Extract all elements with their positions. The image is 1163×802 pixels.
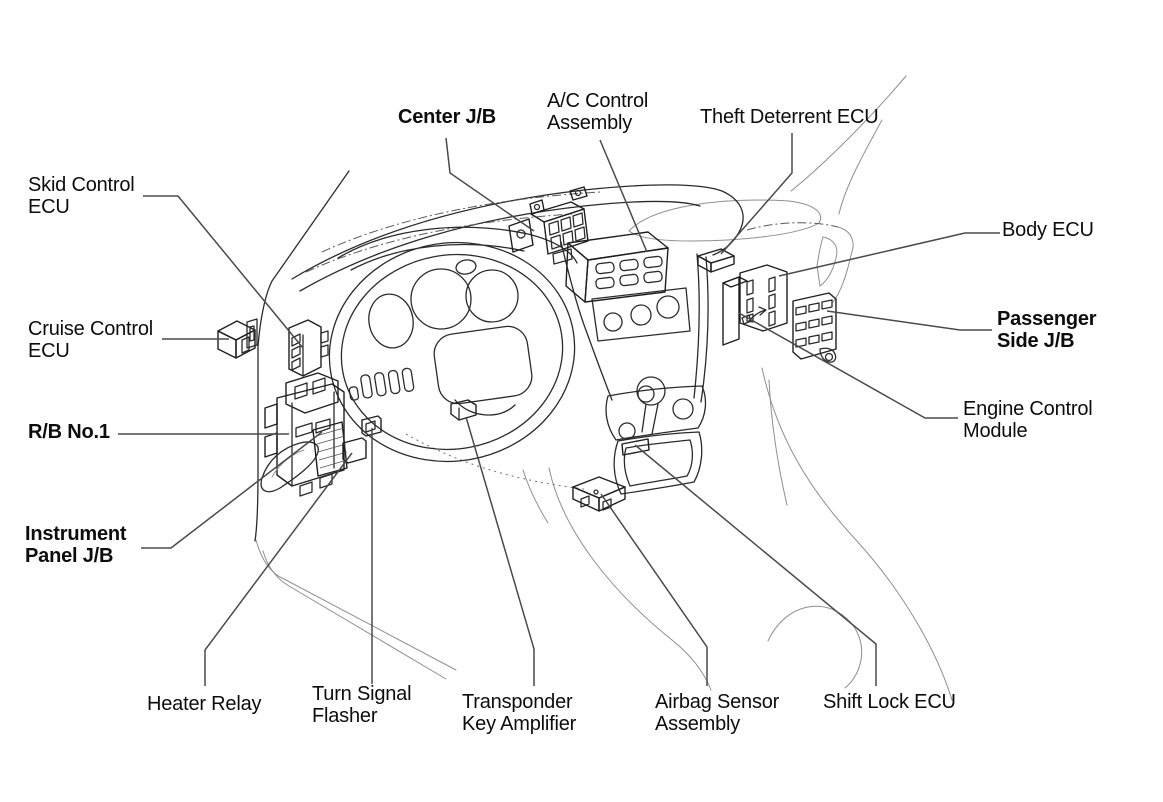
- shifter-console: [605, 376, 707, 495]
- label-passenger-side-jb: Passenger Side J/B: [997, 308, 1097, 352]
- body-ecu-component: [722, 264, 788, 346]
- label-center-jb: Center J/B: [398, 106, 497, 128]
- label-rb-no1: R/B No.1: [28, 421, 110, 443]
- label-shift-lock-ecu: Shift Lock ECU: [823, 691, 956, 713]
- harness-arrow-icon: [741, 306, 767, 325]
- leader-airbag-sensor-assembly: [600, 493, 708, 686]
- heater-relay-component: [342, 437, 367, 464]
- label-airbag-sensor-assembly: Airbag Sensor Assembly: [655, 691, 780, 735]
- center-stack: [560, 231, 709, 403]
- dashboard-outline: [254, 170, 839, 542]
- center-jb-component: [508, 186, 589, 265]
- body-structure-lines: [255, 75, 953, 701]
- skid-control-ecu-component: [288, 319, 329, 377]
- airbag-sensor-assembly-component: [572, 476, 626, 512]
- shift-lock-ecu-component: [621, 438, 650, 456]
- label-engine-control-module: Engine Control Module: [963, 398, 1093, 442]
- left-dash-end-detail: [246, 318, 258, 349]
- leader-shift-lock-ecu: [634, 444, 877, 686]
- dash-vent-slats: [348, 367, 415, 401]
- leader-passenger-side-jb: [826, 310, 992, 331]
- leader-body-ecu: [778, 232, 1000, 277]
- leader-instrument-panel-jb: [141, 431, 323, 549]
- label-cruise-control-ecu: Cruise Control ECU: [28, 318, 154, 362]
- rb-no1-ipjb-component: [260, 372, 382, 497]
- label-theft-deterrent-ecu: Theft Deterrent ECU: [700, 106, 879, 128]
- ac-control-assembly-component: [565, 231, 669, 303]
- label-instrument-panel-jb: Instrument Panel J/B: [25, 523, 127, 567]
- leader-lines: [118, 133, 1000, 686]
- theft-deterrent-ecu-component: [697, 248, 735, 273]
- label-turn-signal-flasher: Turn Signal Flasher: [312, 683, 412, 727]
- steering-wheel: [328, 226, 578, 463]
- leader-ac-control-assembly: [599, 139, 648, 253]
- leader-engine-control-module: [738, 312, 958, 419]
- transponder-key-amplifier-component: [450, 399, 477, 421]
- radio-panel: [591, 287, 691, 342]
- instrument-cluster: [368, 259, 519, 349]
- label-body-ecu: Body ECU: [1002, 219, 1094, 241]
- leader-skid-control-ecu: [143, 195, 304, 349]
- leader-theft-deterrent-ecu: [720, 133, 793, 255]
- label-ac-control-assembly: A/C Control Assembly: [547, 90, 649, 134]
- turn-signal-flasher-component: [361, 415, 382, 437]
- label-skid-control-ecu: Skid Control ECU: [28, 174, 135, 218]
- passenger-side-jb-component: [792, 292, 837, 363]
- leader-transponder-key-amplifier: [465, 416, 535, 686]
- label-heater-relay: Heater Relay: [147, 693, 262, 715]
- leader-center-jb: [445, 137, 535, 232]
- leader-heater-relay: [204, 452, 353, 686]
- label-transponder-key-amplifier: Transponder Key Amplifier: [462, 691, 577, 735]
